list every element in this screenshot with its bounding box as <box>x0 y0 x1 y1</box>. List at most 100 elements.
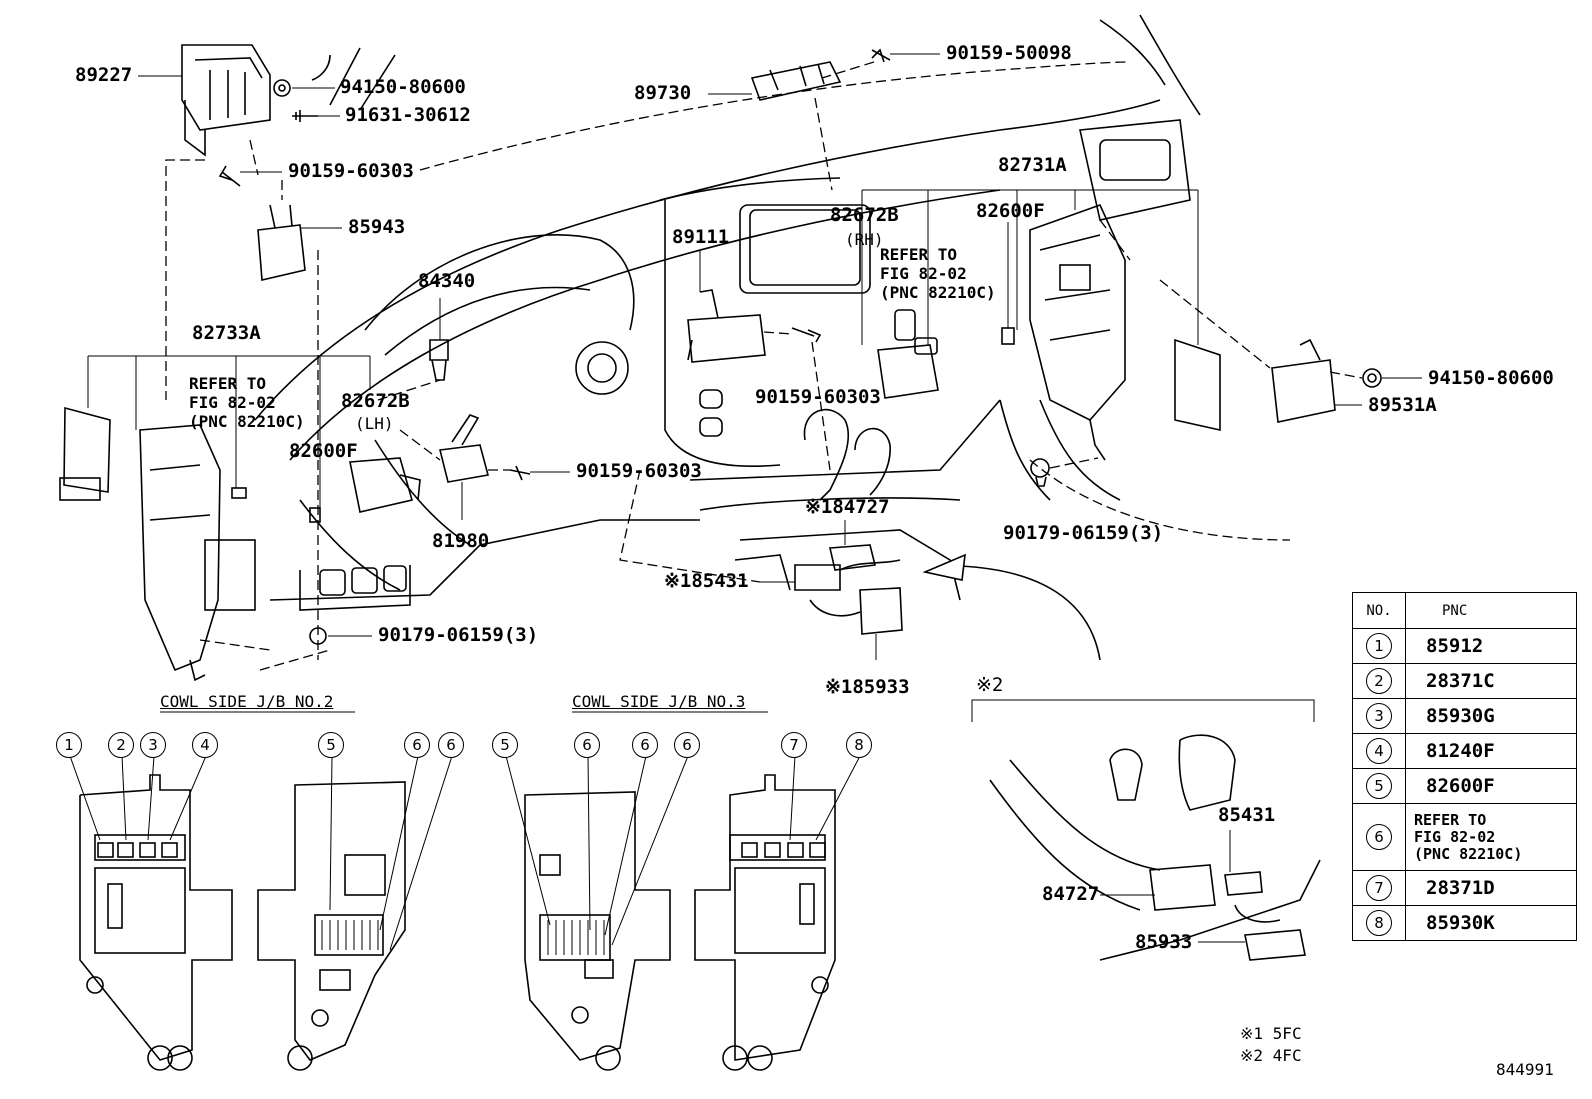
label-91631-30612: 91631-30612 <box>345 104 471 126</box>
fastener-94150-top <box>273 79 291 97</box>
bolt-90159-lower <box>509 465 531 481</box>
callout-6e: 6 <box>674 732 700 758</box>
label-84727: ※184727 <box>805 496 890 518</box>
row-number: 7 <box>1366 875 1392 901</box>
bolt-90159-top-left <box>218 165 241 187</box>
label-85933: ※185933 <box>825 676 910 698</box>
jb-panel-3 <box>524 791 671 1071</box>
component-84727 <box>829 544 876 571</box>
plug-82600F-left <box>309 507 321 523</box>
mark-1-84727: ※1 <box>805 496 833 518</box>
label-82600F-left: 82600F <box>289 440 358 462</box>
row-pnc: 28371C <box>1405 663 1577 699</box>
component-82672B-rh <box>877 337 939 399</box>
refer-note-left: REFER TO FIG 82-02 (PNC 82210C) <box>189 374 305 431</box>
inset-mark-2: ※2 <box>976 674 1004 696</box>
label-94150-80600-right: 94150-80600 <box>1428 367 1554 389</box>
callout-6a: 6 <box>404 732 430 758</box>
component-82731A <box>1029 203 1126 461</box>
label-90179-06159-left: 90179-06159(3) <box>378 624 539 646</box>
callout-2: 2 <box>108 732 134 758</box>
label-82731A: 82731A <box>998 154 1067 176</box>
row-pnc: 85912 <box>1405 628 1577 664</box>
refer-note-right: REFER TO FIG 82-02 (PNC 82210C) <box>880 245 996 302</box>
label-85933-inset: 85933 <box>1135 931 1193 953</box>
row-pnc: 85930K <box>1405 905 1577 941</box>
component-85933 <box>809 587 903 635</box>
note-2: ※2 4FC <box>1240 1046 1302 1065</box>
pnc-table-header: NO. PNC <box>1352 592 1577 629</box>
inset-4fc <box>971 699 1321 961</box>
label-89111: 89111 <box>672 226 730 248</box>
jb-no2-title: COWL SIDE J/B NO.2 <box>160 692 334 711</box>
mark-1-85431: ※1 <box>664 570 692 592</box>
label-rh: (RH) <box>845 230 884 249</box>
label-90179-06159-right: 90179-06159(3) <box>1003 522 1164 544</box>
row-number: 4 <box>1366 738 1392 764</box>
label-85431: ※185431 <box>664 570 749 592</box>
component-89730 <box>750 61 842 101</box>
callout-6c: 6 <box>574 732 600 758</box>
row-number: 8 <box>1366 910 1392 936</box>
callout-5a: 5 <box>318 732 344 758</box>
callout-8: 8 <box>846 732 872 758</box>
fastener-94150-right <box>1362 368 1382 388</box>
component-82733A <box>139 424 256 682</box>
callout-leaders <box>69 711 861 951</box>
note-1: ※1 5FC <box>1240 1024 1302 1043</box>
pnc-table-head-pnc: PNC <box>1405 592 1577 629</box>
label-82672B-rh: 82672B <box>830 204 899 226</box>
component-82672B-lh <box>349 457 421 513</box>
row-number: 6 <box>1366 824 1392 850</box>
label-84727-inset: 84727 <box>1042 883 1100 905</box>
table-row: 5 82600F <box>1352 768 1577 804</box>
label-85431-inset: 85431 <box>1218 804 1276 826</box>
component-85431 <box>794 559 901 591</box>
component-85943 <box>257 204 306 281</box>
jb-no3-title: COWL SIDE J/B NO.3 <box>572 692 746 711</box>
label-82733A: 82733A <box>192 322 261 344</box>
label-90159-60303-b: 90159-60303 <box>755 386 881 408</box>
label-90159-50098: 90159-50098 <box>946 42 1072 64</box>
label-89531A: 89531A <box>1368 394 1437 416</box>
row-number: 3 <box>1366 703 1392 729</box>
plug-82600F-right <box>1001 327 1015 345</box>
row-pnc: 85930G <box>1405 698 1577 734</box>
cover-panel-left <box>59 406 111 501</box>
callout-3: 3 <box>140 732 166 758</box>
component-81980 <box>439 414 489 483</box>
label-82600F-right: 82600F <box>976 200 1045 222</box>
label-lh: (LH) <box>355 414 394 433</box>
label-81980: 81980 <box>432 530 490 552</box>
clip-90179-right <box>1030 458 1050 487</box>
component-89111 <box>687 289 766 363</box>
jb-panel-2 <box>257 781 406 1071</box>
component-89531A <box>1271 338 1336 423</box>
label-90159-60303-c: 90159-60303 <box>576 460 702 482</box>
callout-5b: 5 <box>492 732 518 758</box>
table-row: 3 85930G <box>1352 698 1577 734</box>
label-89730: 89730 <box>634 82 692 104</box>
pnc-table-head-no: NO. <box>1352 592 1406 629</box>
figure-code: 844991 <box>1496 1060 1554 1079</box>
label-89227: 89227 <box>75 64 133 86</box>
callout-4: 4 <box>192 732 218 758</box>
jb-panel-1 <box>79 774 233 1071</box>
row-number: 5 <box>1366 773 1392 799</box>
dashboard-outline <box>254 14 1291 661</box>
bolt-90159-center <box>791 327 822 343</box>
plug-82600F-left-b <box>231 487 247 499</box>
row-pnc: 82600F <box>1405 768 1577 804</box>
cover-panel-right <box>1174 338 1221 431</box>
callout-6d: 6 <box>632 732 658 758</box>
callout-6b: 6 <box>438 732 464 758</box>
label-84340: 84340 <box>418 270 476 292</box>
label-82672B-lh: 82672B <box>341 390 410 412</box>
